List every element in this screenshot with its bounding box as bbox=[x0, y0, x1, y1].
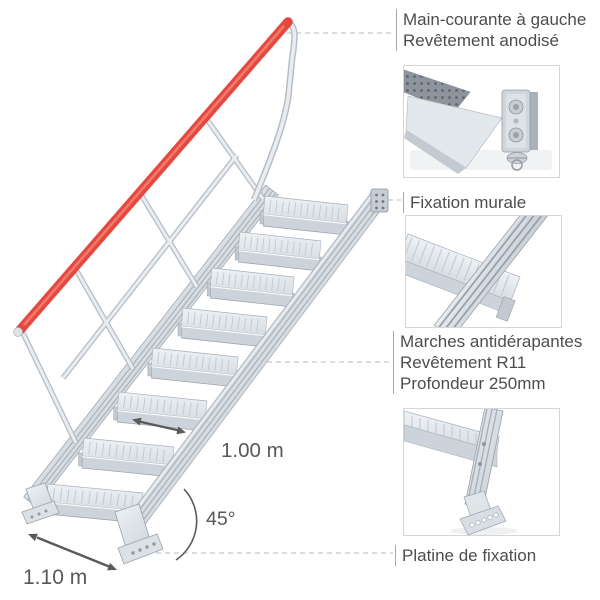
callout-line: Main-courante à gauche bbox=[403, 10, 587, 29]
wall-bracket bbox=[370, 188, 389, 213]
base-plates bbox=[21, 482, 164, 565]
anti-slip-step-detail bbox=[405, 215, 562, 328]
stringer-rail bbox=[433, 216, 554, 327]
dimension-annotations: 1.00 m 45° 1.10 m bbox=[23, 417, 284, 589]
callout-line: Revêtement R11 bbox=[400, 353, 527, 372]
callout-fixation-murale: Fixation murale bbox=[403, 192, 526, 213]
callout-line: Marches antidérapantes bbox=[400, 332, 583, 351]
handrail-end-cap bbox=[13, 327, 23, 337]
dimension-step-width: 1.00 m bbox=[221, 439, 284, 462]
callout-main-courante: Main-courante à gauche Revêtement anodis… bbox=[396, 9, 586, 51]
dimension-base-depth: 1.10 m bbox=[23, 566, 87, 589]
wall-bracket-detail-photo bbox=[403, 65, 560, 178]
angle-arc bbox=[175, 488, 198, 561]
callout-line: Platine de fixation bbox=[402, 546, 537, 565]
guardrail-posts bbox=[18, 116, 266, 445]
callout-marches: Marches antidérapantes Revêtement R11 Pr… bbox=[393, 331, 582, 394]
callout-line: Profondeur 250mm bbox=[400, 374, 546, 393]
base-plate-detail bbox=[403, 408, 560, 536]
callout-line: Fixation murale bbox=[410, 193, 527, 212]
callout-line: Revêtement anodisé bbox=[403, 31, 559, 50]
leader-lines bbox=[147, 32, 401, 554]
dimension-angle: 45° bbox=[206, 508, 236, 530]
guardrail bbox=[13, 17, 298, 445]
callout-platine: Platine de fixation bbox=[395, 545, 536, 566]
